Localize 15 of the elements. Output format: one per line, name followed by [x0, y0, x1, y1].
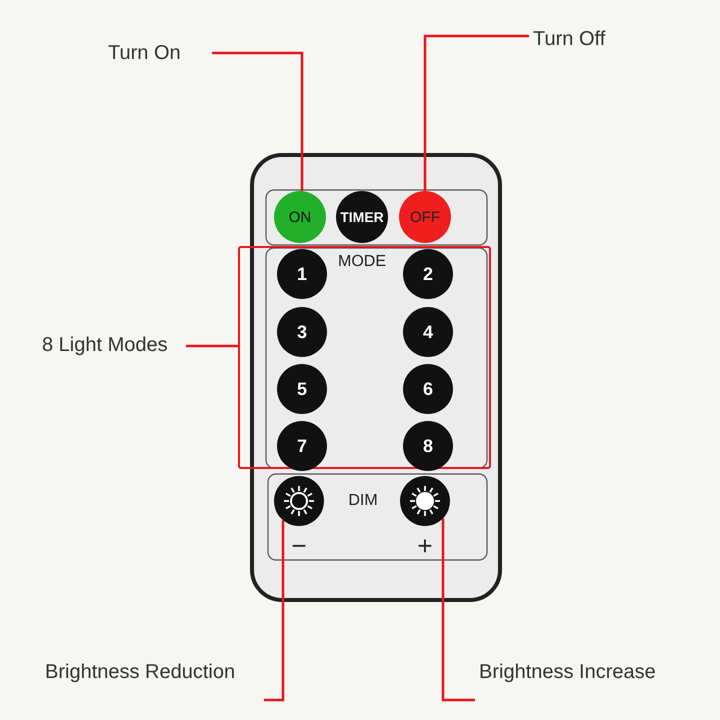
callout-text: Brightness Increase	[479, 659, 679, 685]
leader-line	[442, 518, 475, 702]
plus-sign: +	[417, 530, 433, 562]
leader-line	[424, 34, 529, 191]
panel-label: DIM	[348, 492, 378, 510]
callout-text: 8 Light Modes	[42, 332, 182, 358]
panel-label: MODE	[338, 253, 386, 271]
callout-text: Turn Off	[533, 26, 633, 52]
leader-line	[212, 52, 304, 192]
leader-line	[186, 344, 238, 348]
callout-text: Brightness Reduction	[45, 659, 260, 685]
highlight-frame	[238, 246, 491, 469]
callout-text: Turn On	[108, 40, 208, 66]
leader-line	[264, 520, 284, 702]
minus-sign: −	[291, 530, 307, 562]
